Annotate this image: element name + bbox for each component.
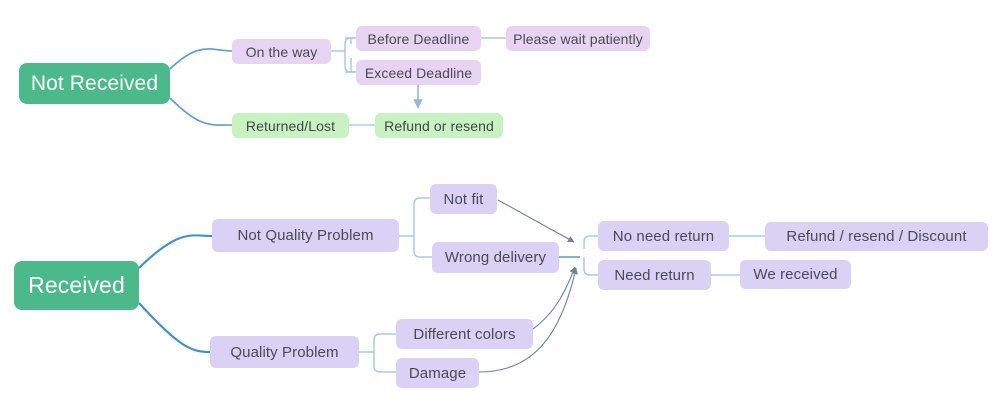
link-received-notqualityproblem <box>138 234 213 269</box>
node-not-received[interactable]: Not Received <box>19 63 170 104</box>
link-nqp-fork-bottom <box>413 236 432 258</box>
link-received-qualityproblem <box>138 302 211 354</box>
link-differentcolors-junction <box>532 266 576 330</box>
link-notreceived-returnedlost <box>169 97 233 126</box>
node-we-received[interactable]: We received <box>740 260 851 289</box>
link-fork-bottom-branch <box>344 51 356 73</box>
node-different-colors[interactable]: Different colors <box>396 319 533 349</box>
link-fork-vertical-ontheway <box>345 37 355 73</box>
node-before-deadline[interactable]: Before Deadline <box>356 26 481 51</box>
link-qp-fork-top <box>373 333 396 352</box>
node-not-fit[interactable]: Not fit <box>430 184 497 214</box>
node-please-wait-patiently[interactable]: Please wait patiently <box>506 26 650 51</box>
node-exceed-deadline[interactable]: Exceed Deadline <box>356 60 481 85</box>
node-quality-problem[interactable]: Quality Problem <box>210 336 359 368</box>
node-refund-resend-discount[interactable]: Refund / resend / Discount <box>765 222 988 251</box>
node-received[interactable]: Received <box>14 261 139 310</box>
node-no-need-return[interactable]: No need return <box>598 221 729 251</box>
link-fork-top-branch <box>344 37 356 51</box>
link-junction-fork-bottom <box>583 257 598 276</box>
node-wrong-delivery[interactable]: Wrong delivery <box>432 242 559 273</box>
node-damage[interactable]: Damage <box>396 358 479 388</box>
link-notfit-junction <box>497 199 575 243</box>
link-nqp-fork-top <box>413 197 430 236</box>
node-not-quality-problem[interactable]: Not Quality Problem <box>212 219 399 252</box>
link-notreceived-ontheway <box>169 48 233 70</box>
node-on-the-way[interactable]: On the way <box>232 39 331 64</box>
link-qp-fork-bottom <box>373 352 396 373</box>
node-need-return[interactable]: Need return <box>598 260 711 290</box>
node-refund-or-resend[interactable]: Refund or resend <box>375 113 503 138</box>
node-returned-lost[interactable]: Returned/Lost <box>232 113 349 138</box>
link-junction-fork-top <box>583 235 598 249</box>
